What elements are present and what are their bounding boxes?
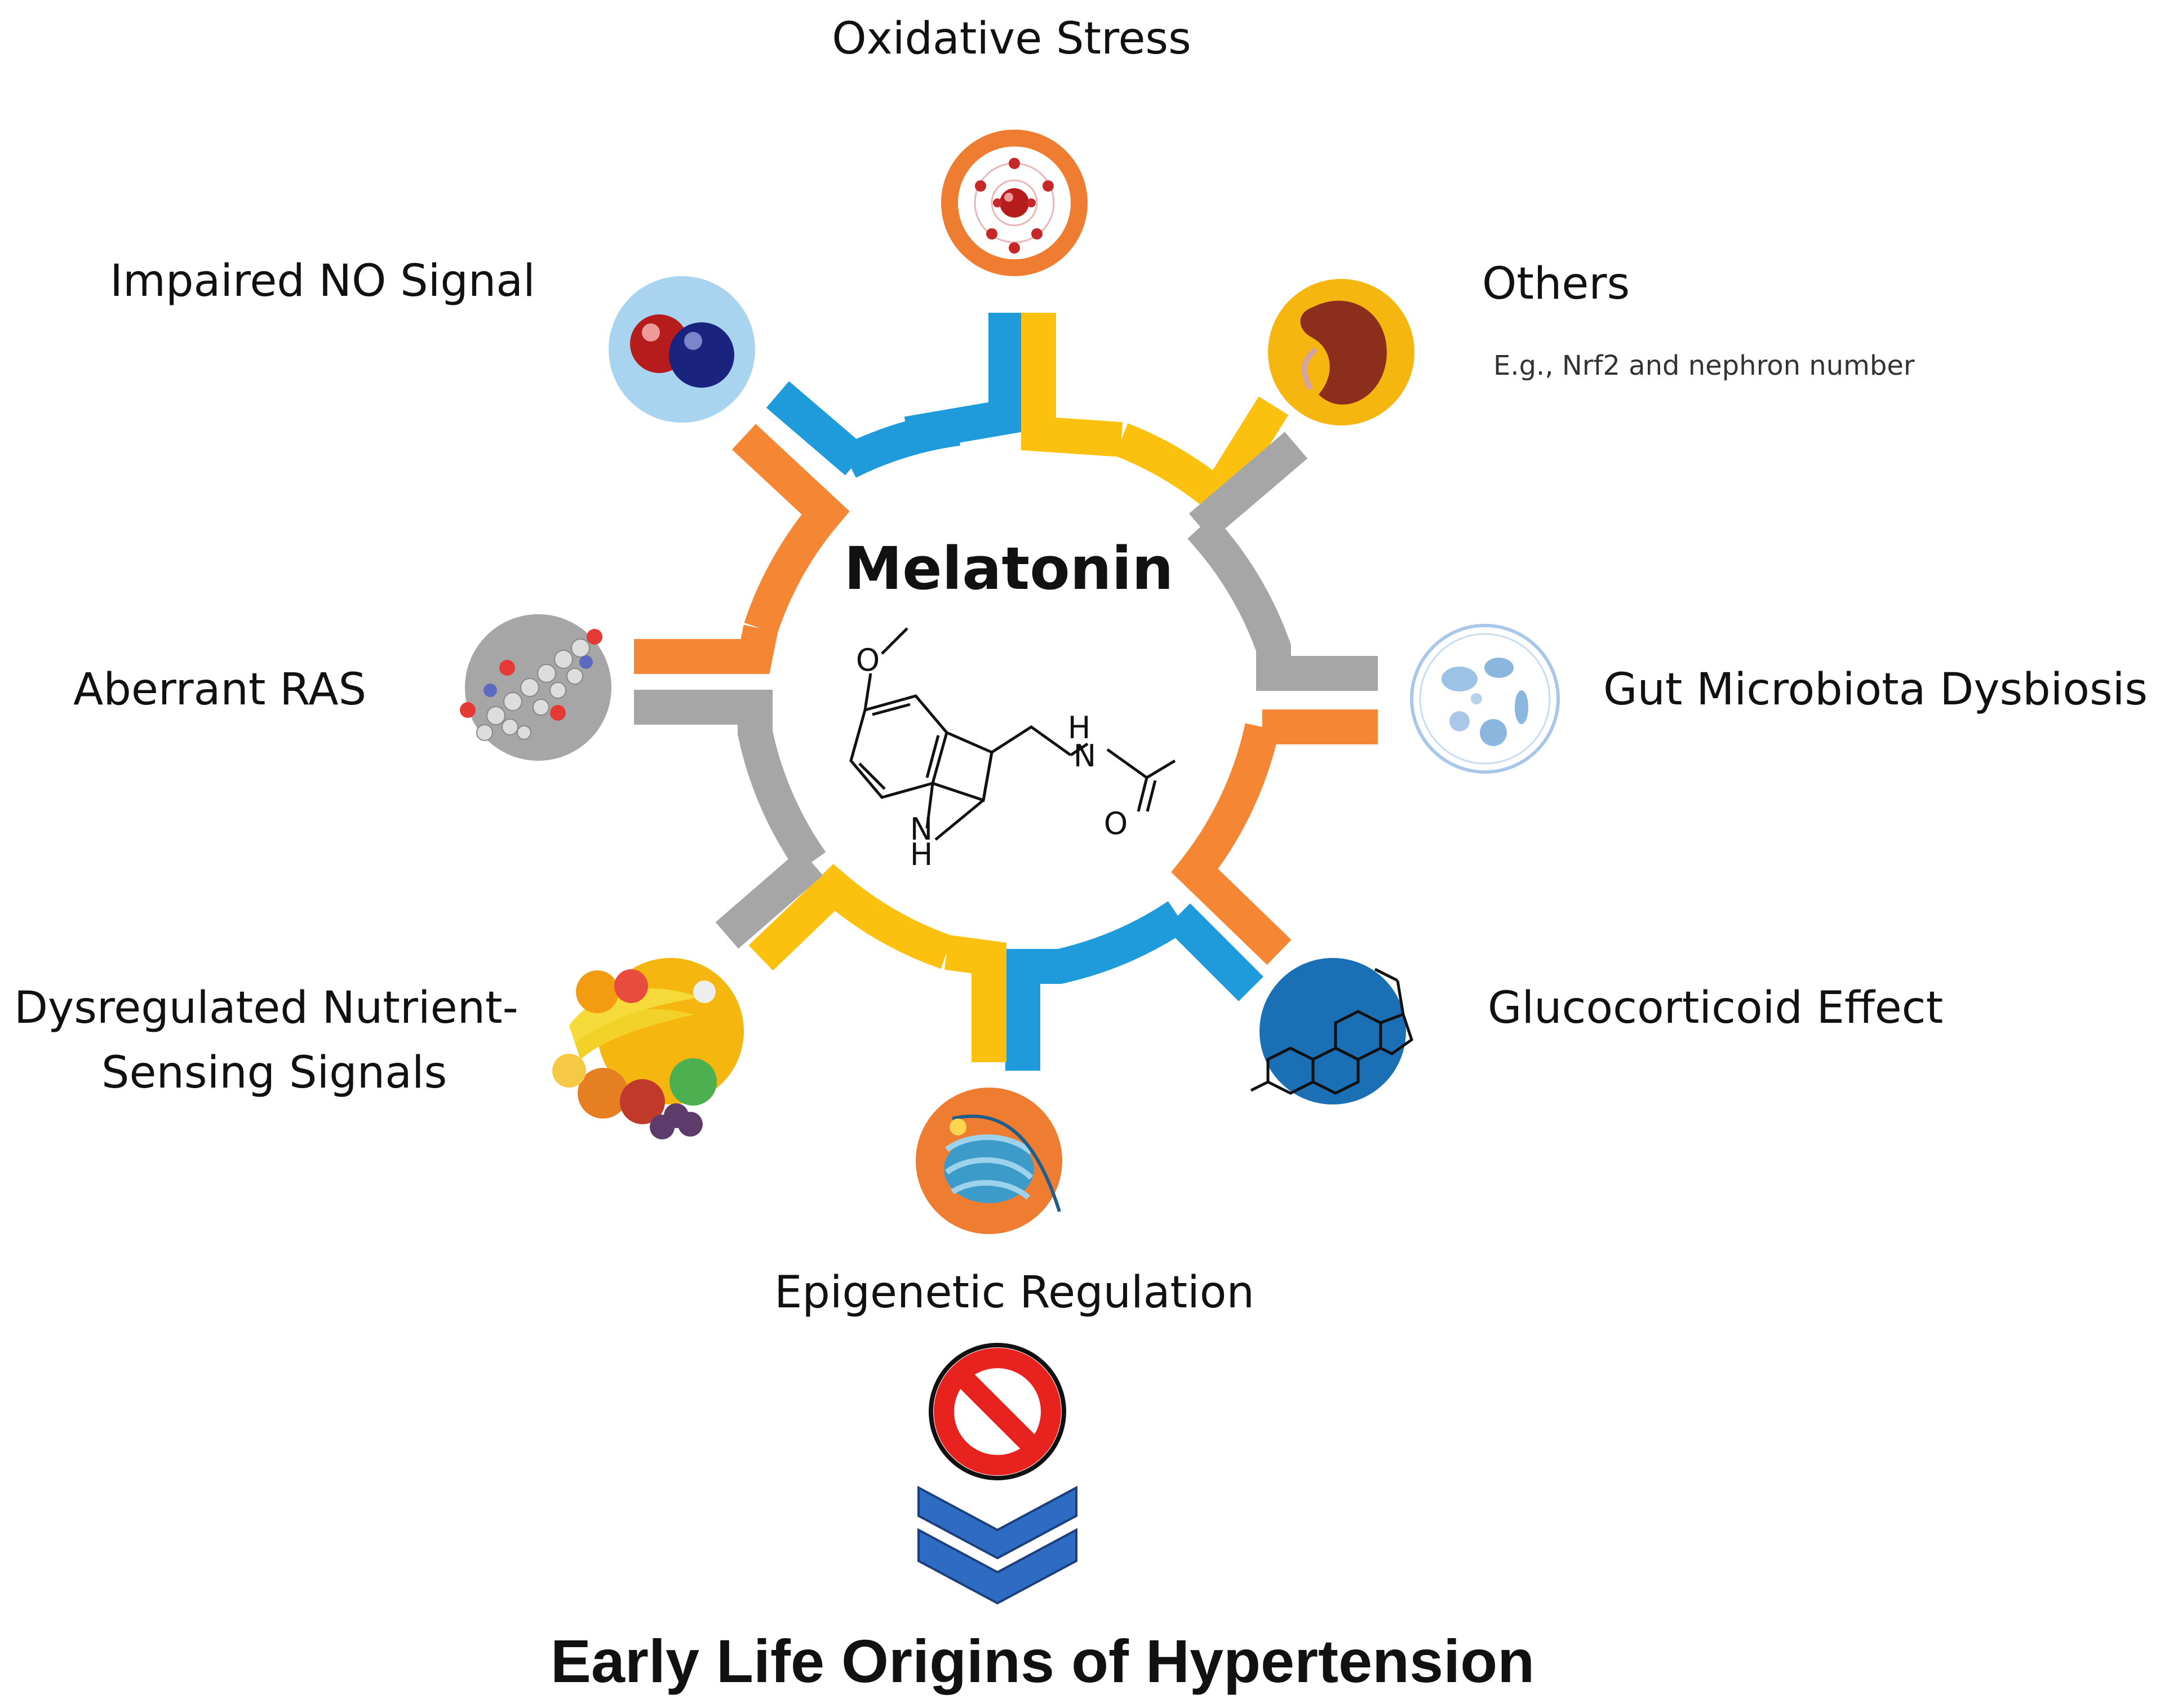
label-aberrant-ras: Aberrant RAS	[73, 664, 366, 715]
atom-h-amide: H	[1068, 710, 1091, 746]
double-chevron-down-icon	[917, 1485, 1077, 1605]
prohibited-icon	[929, 1343, 1066, 1480]
steroid-icon	[1250, 958, 1413, 1104]
molecule-icon	[460, 614, 611, 761]
no-molecule-icon	[609, 276, 755, 423]
label-nutrient-line1: Dysregulated Nutrient-	[14, 983, 518, 1033]
microbes-icon	[1410, 624, 1560, 774]
ring-segment-gray-right	[1187, 432, 1378, 691]
atom-h-indole: H	[910, 837, 933, 872]
label-nutrient-line2: Sensing Signals	[101, 1048, 447, 1098]
atom-o-carbonyl: O	[1104, 806, 1128, 841]
fruit-icon	[552, 958, 744, 1139]
ring-segment-blue-top	[766, 313, 1023, 478]
atom-o-methoxy: O	[856, 642, 880, 678]
ring-segment-orange-right	[1171, 709, 1378, 965]
outcome-title: Early Life Origins of Hypertension	[551, 1627, 1534, 1695]
atom-icon	[941, 130, 1088, 276]
label-others-example: E.g., Nrf2 and nephron number	[1493, 350, 1915, 381]
label-glucocorticoid: Glucocorticoid Effect	[1488, 983, 1943, 1033]
atom-n-indole: N	[910, 811, 933, 847]
label-gut-microbiota: Gut Microbiota Dysbiosis	[1603, 664, 2148, 715]
label-impaired-no: Impaired NO Signal	[110, 256, 535, 307]
ring-segment-gray-left	[634, 690, 826, 949]
label-others: Others	[1482, 259, 1630, 309]
label-epigenetic: Epigenetic Regulation	[774, 1267, 1254, 1318]
melatonin-ring	[634, 313, 1378, 1071]
ring-segment-orange-left	[634, 424, 850, 674]
ring-segment-yellow-top	[1021, 313, 1289, 522]
melatonin-structure-icon	[849, 627, 1176, 841]
atom-n-amide: N	[1074, 738, 1096, 774]
kidney-icon	[1268, 279, 1414, 425]
ring-segment-yellow-bottom	[748, 864, 1006, 1062]
ring-segment-blue-bottom	[1005, 901, 1263, 1071]
dna-icon	[916, 1088, 1062, 1234]
center-title: Melatonin	[844, 534, 1174, 603]
label-oxidative-stress: Oxidative Stress	[832, 14, 1191, 64]
